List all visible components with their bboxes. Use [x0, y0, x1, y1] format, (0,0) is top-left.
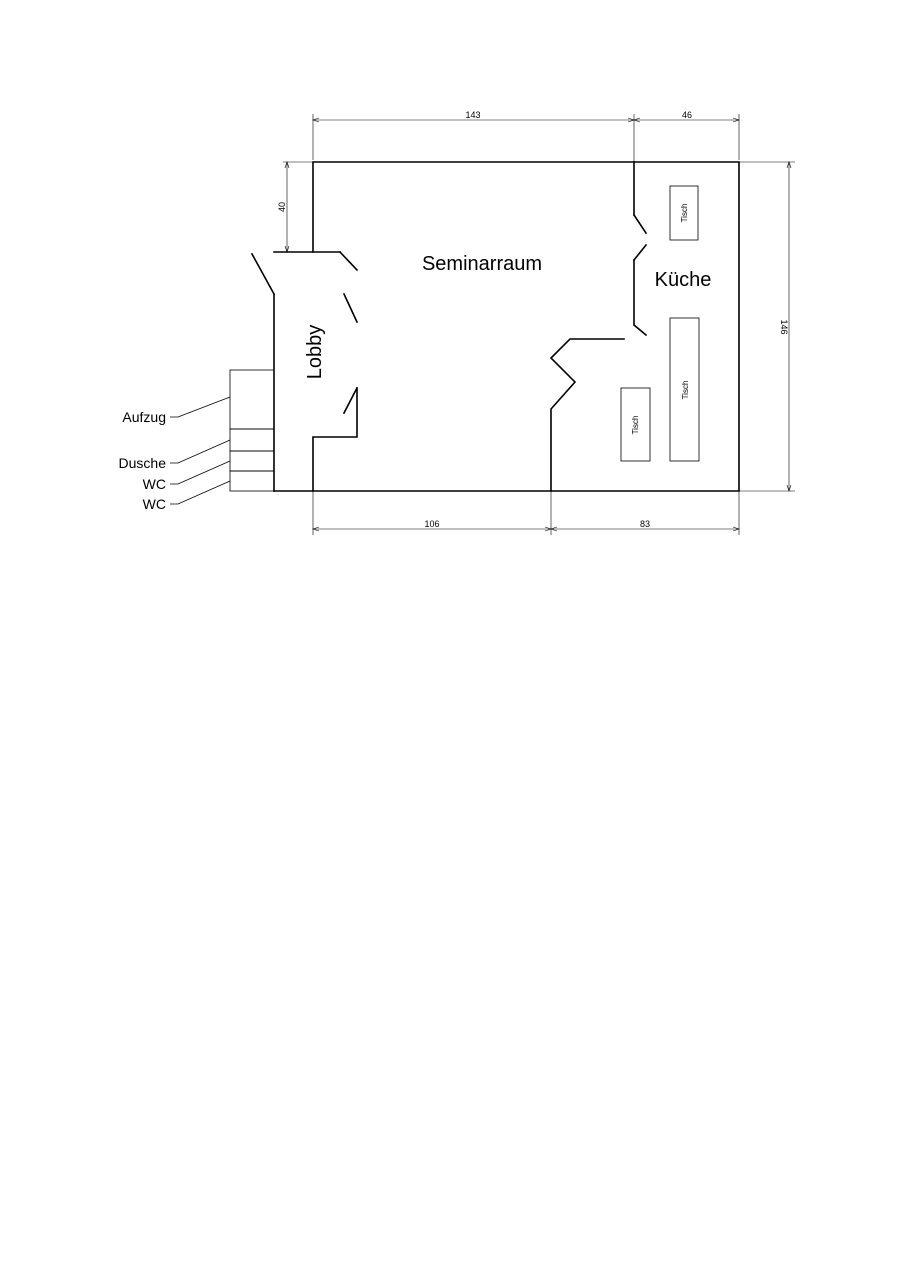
side-rooms — [170, 369, 275, 505]
room-labels: Seminarraum Küche Lobby — [304, 253, 711, 379]
wc-room-1 — [229, 450, 275, 472]
side-labels: Aufzug Dusche WC WC — [119, 409, 167, 512]
dim-bottom-left: 106 — [424, 519, 439, 529]
label-wc-2: WC — [143, 496, 166, 512]
dim-top-left: 143 — [465, 110, 480, 120]
wc-room-2 — [229, 470, 275, 492]
entrance-door — [250, 252, 276, 296]
label-shower: Dusche — [119, 455, 167, 471]
table-kitchen-small — [669, 185, 699, 241]
walls — [273, 161, 740, 492]
dim-bottom-right: 83 — [640, 519, 650, 529]
dim-right: 146 — [779, 319, 789, 334]
shower-room — [229, 428, 275, 452]
table-label-2: Tisch — [681, 381, 690, 400]
elevator-room — [229, 369, 275, 430]
label-elevator: Aufzug — [122, 409, 166, 425]
seminar-door-upper-leaf — [342, 292, 359, 324]
seminar-door-lower-leaf — [342, 386, 359, 415]
dim-left: 40 — [277, 202, 287, 212]
seminar-door-upper — [338, 250, 359, 272]
tables: Tisch Tisch Tisch — [620, 185, 700, 462]
table-label-3: Tisch — [631, 416, 640, 435]
room-kitchen: Küche — [655, 269, 712, 291]
dimension-values: 143 46 40 146 106 83 — [277, 110, 789, 529]
table-kitchen-medium — [620, 387, 651, 462]
room-lobby: Lobby — [304, 325, 326, 380]
doors — [250, 213, 648, 415]
kitchen-door-lower — [632, 243, 648, 262]
room-seminar: Seminarraum — [422, 253, 542, 275]
kitchen-door-upper — [632, 213, 648, 235]
dim-top-right: 46 — [682, 110, 692, 120]
dimension-lines — [283, 114, 795, 535]
table-label-1: Tisch — [680, 204, 689, 223]
label-wc-1: WC — [143, 476, 166, 492]
table-kitchen-long — [669, 317, 700, 462]
